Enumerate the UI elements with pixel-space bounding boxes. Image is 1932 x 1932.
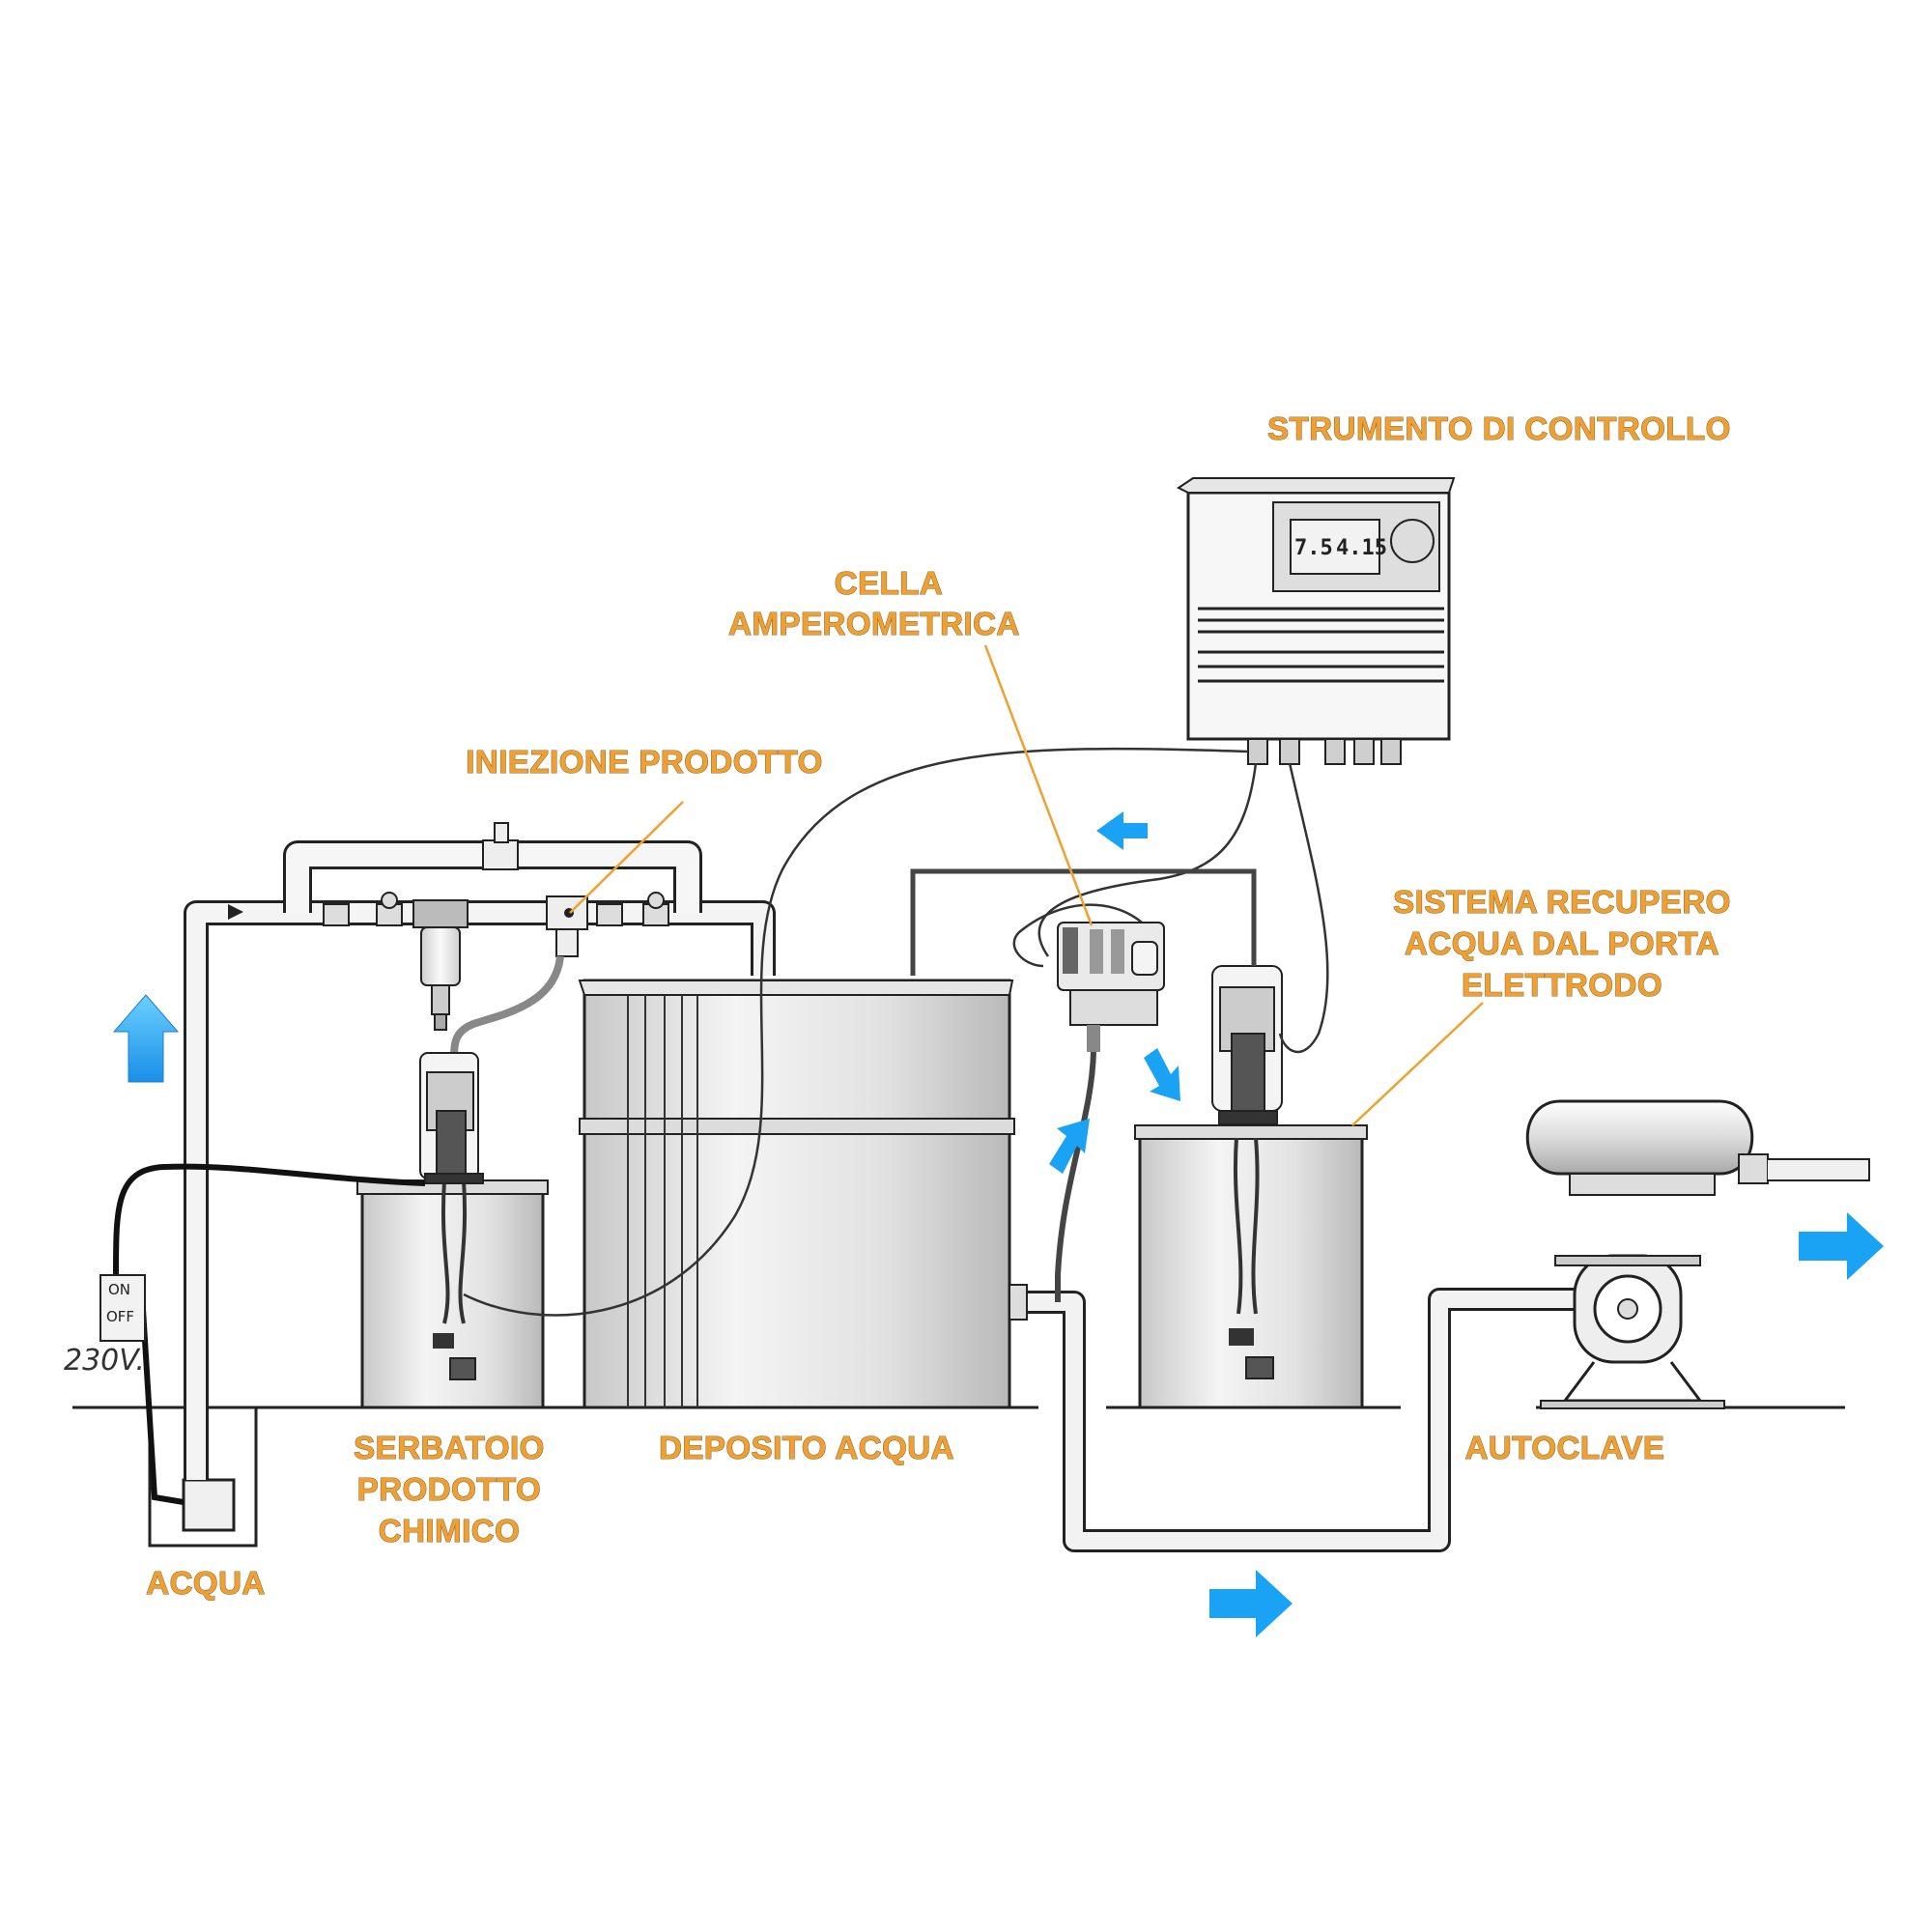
control-knob-icon (1390, 519, 1435, 563)
label-autoclave: AUTOCLAVE (1465, 1430, 1665, 1465)
bypass-pipe (283, 822, 702, 913)
signal-cables (463, 747, 1329, 1317)
labels: STRUMENTO DI CONTROLLO CELLA AMPEROMETRI… (146, 410, 1731, 1601)
control-instrument: 7.5 4.15 (1177, 477, 1456, 765)
label-chem-tank-line2: PRODOTTO (357, 1471, 541, 1507)
power-cable (113, 1163, 426, 1505)
arrow-right-icon-outlet (1209, 1570, 1293, 1637)
arrow-up-icon (112, 994, 180, 1083)
arrow-right-icon-autoclave (1799, 1212, 1884, 1280)
label-chem-tank-line1: SERBATOIO (354, 1430, 545, 1465)
arrow-left-icon (1096, 811, 1148, 850)
label-cell-line2: AMPEROMETRICA (728, 606, 1020, 641)
switch-off-label: OFF (106, 1308, 134, 1325)
label-water: ACQUA (146, 1565, 266, 1601)
label-recovery-line2: ACQUA DAL PORTA (1405, 925, 1719, 961)
dosing-pump-right (1211, 965, 1283, 1125)
injection-tube (450, 955, 564, 1064)
label-injection: INIEZIONE PRODOTTO (466, 744, 823, 780)
arrow-up-right-icon (1049, 1119, 1090, 1174)
recovery-hose (910, 868, 1257, 976)
water-deposit-tank (578, 979, 1015, 1409)
label-recovery-line3: ELETTRODO (1462, 967, 1662, 1003)
display-reading-left: 7.5 (1294, 536, 1333, 560)
label-recovery-line1: SISTEMA RECUPERO (1393, 884, 1731, 920)
well-pump (182, 1478, 236, 1532)
chemical-tank (356, 1179, 549, 1409)
sample-tube (1055, 1051, 1096, 1302)
display-reading-right: 4.15 (1336, 536, 1387, 560)
arrow-down-right-icon (1144, 1048, 1180, 1101)
valve-group (323, 892, 669, 926)
injection-point (546, 895, 588, 957)
voltage-label: 230V. (64, 1344, 145, 1378)
switch-on-label: ON (108, 1281, 130, 1298)
label-controller: STRUMENTO DI CONTROLLO (1267, 411, 1731, 446)
water-filter (412, 899, 469, 1031)
label-chem-tank-line3: CHIMICO (379, 1513, 521, 1548)
label-cell-line1: CELLA (835, 565, 944, 601)
amperometric-cell (1012, 903, 1166, 1052)
recovery-tank (1134, 1124, 1368, 1409)
leader-lines (569, 644, 1484, 1126)
power-switch: ON OFF (99, 1274, 146, 1342)
ground-line (72, 1406, 1845, 1548)
autoclave (1525, 1099, 1870, 1409)
dosing-pump-left (419, 1052, 484, 1184)
outlet-pipe (1009, 1284, 1589, 1552)
label-water-deposit: DEPOSITO ACQUA (659, 1430, 954, 1465)
